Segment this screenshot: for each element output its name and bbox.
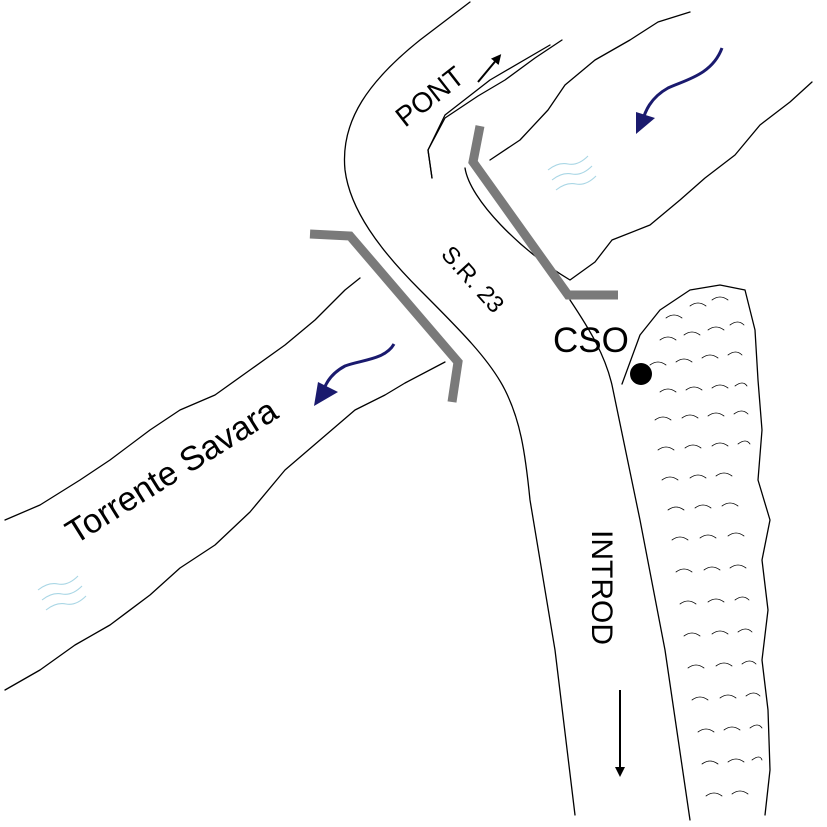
black-arrow-icon bbox=[477, 54, 502, 83]
road-west-edge bbox=[343, 1, 576, 816]
road-south-label: INTROD bbox=[585, 530, 618, 645]
road-north-label: PONT bbox=[390, 60, 470, 132]
river-south-bank-lower bbox=[4, 277, 361, 521]
road-name-label: S.R. 23 bbox=[436, 241, 510, 319]
road-east-edge-lower bbox=[569, 299, 691, 821]
outfall-label: CSO bbox=[553, 321, 629, 360]
water-ripple-lower bbox=[37, 575, 87, 611]
river-north-bank-lower bbox=[4, 361, 446, 691]
bridge-lower bbox=[309, 229, 463, 403]
road-east-edge bbox=[427, 44, 551, 179]
escarpment-hatching bbox=[649, 296, 763, 797]
bridge-upper bbox=[468, 125, 618, 300]
escarpment-outline bbox=[621, 284, 771, 816]
filled-circle-icon bbox=[630, 363, 652, 385]
river-north-bank-right bbox=[489, 11, 691, 161]
curved-flow-arrow-icon bbox=[636, 47, 724, 134]
curved-flow-arrow-icon bbox=[314, 343, 396, 406]
water-ripple-upper bbox=[547, 155, 597, 191]
river-south-bank-upper bbox=[464, 81, 813, 281]
